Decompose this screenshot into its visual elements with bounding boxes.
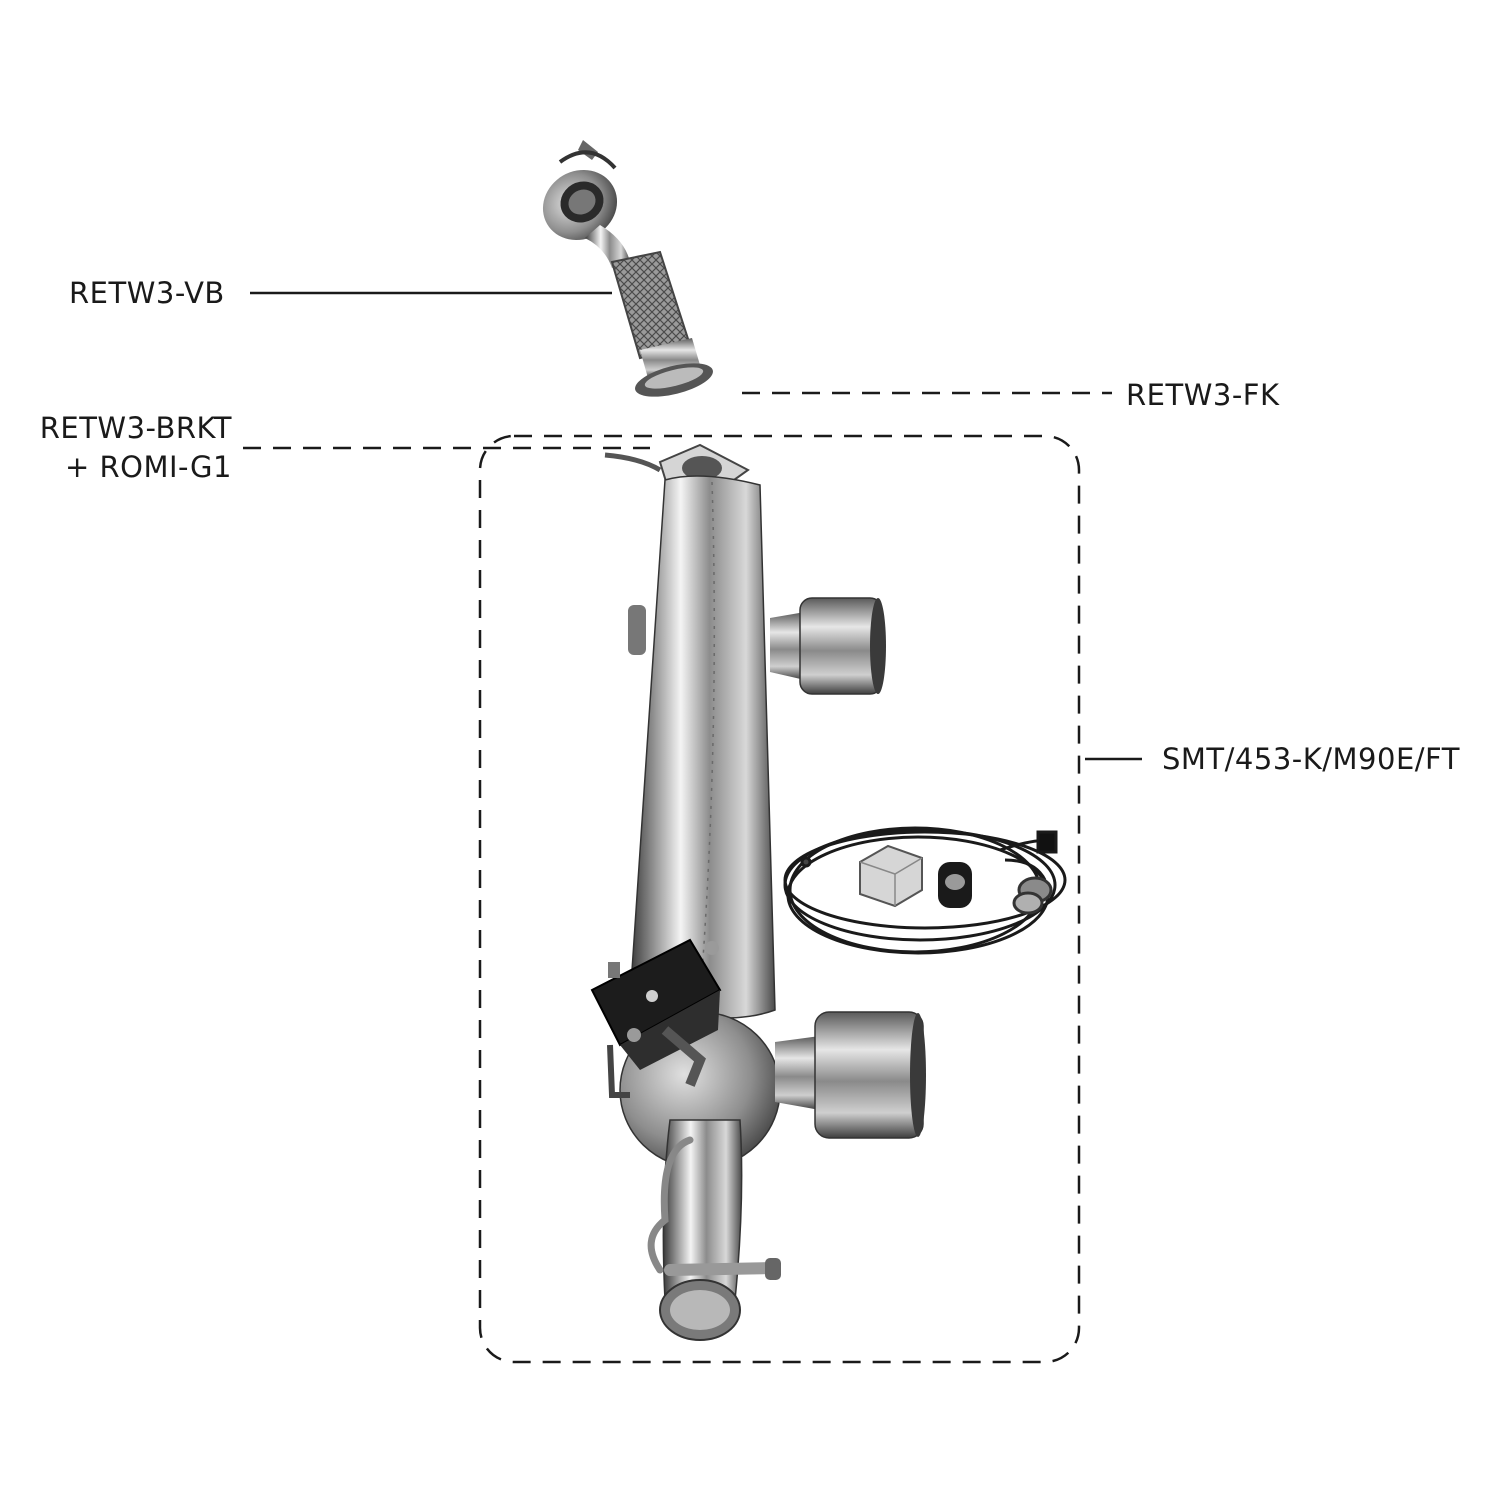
wiring-harness-icon: [783, 826, 1067, 955]
label-kit: RETW3-FK: [1126, 378, 1280, 412]
label-silencer: SMT/453-K/M90E/FT: [1162, 742, 1460, 776]
tailpipe-icon: [775, 1011, 926, 1139]
valve-actuator-icon: [590, 938, 722, 1098]
downpipe-icon: [542, 140, 713, 397]
label-bracket-line1: RETW3-BRKT: [39, 411, 232, 445]
remote-key-icon: [938, 862, 972, 908]
control-box-icon: [859, 844, 923, 908]
label-downpipe: RETW3-VB: [69, 276, 225, 310]
tailpipe-icon: [770, 597, 886, 695]
label-bracket-line2: + ROMI-G1: [64, 450, 232, 484]
kit-boundary-box: [478, 434, 1081, 1364]
silencer-icon: [604, 443, 781, 1341]
